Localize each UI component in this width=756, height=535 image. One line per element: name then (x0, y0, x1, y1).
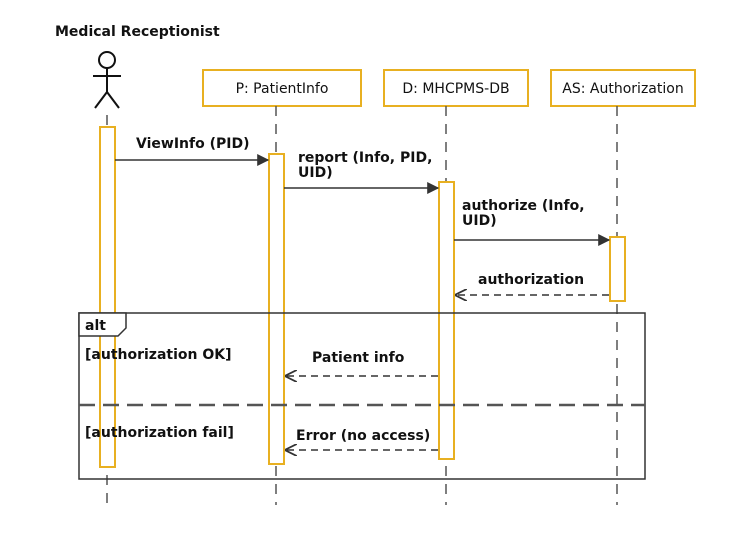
message-label: authorize (Info, (462, 198, 585, 214)
message-label: ViewInfo (PID) (136, 136, 249, 152)
alt-fragment-frame (78, 312, 646, 480)
message-label: Error (no access) (296, 428, 430, 444)
lifeline-header-authorization: AS: Authorization (550, 69, 696, 107)
message-report: report (Info, PID, UID) (284, 150, 440, 194)
message-label: UID) (462, 213, 497, 229)
activation-authorization (609, 236, 626, 302)
message-label: report (Info, PID, (298, 150, 432, 166)
alt-operator-tab (78, 312, 127, 337)
guard-authorization-ok: [authorization OK] (85, 347, 232, 363)
message-authorize: authorize (Info, UID) (454, 198, 611, 246)
message-label: UID) (298, 165, 333, 181)
lifeline-label-patientinfo: P: PatientInfo (236, 81, 329, 97)
activation-mhcpms-db (438, 181, 455, 460)
message-viewinfo: ViewInfo (PID) (115, 136, 270, 166)
message-label: authorization (478, 272, 584, 288)
message-error-return: Error (no access) (286, 428, 438, 450)
activation-actor (99, 126, 116, 468)
lifeline-header-mhcpms-db: D: MHCPMS-DB (383, 69, 529, 107)
alt-fragment: alt [authorization OK] [authorization fa… (78, 312, 646, 480)
message-label: Patient info (312, 350, 405, 366)
lifeline-label-authorization: AS: Authorization (562, 81, 683, 97)
actor-label: Medical Receptionist (55, 24, 220, 40)
lifeline-label-mhcpms-db: D: MHCPMS-DB (402, 81, 509, 97)
message-authorization-return: authorization (456, 272, 609, 295)
lifeline-header-patientinfo: P: PatientInfo (202, 69, 362, 107)
alt-operator-label: alt (85, 318, 106, 334)
stick-figure-icon (93, 51, 121, 109)
activation-patientinfo (268, 153, 285, 465)
guard-authorization-fail: [authorization fail] (85, 425, 234, 441)
message-patient-info-return: Patient info (286, 350, 438, 376)
